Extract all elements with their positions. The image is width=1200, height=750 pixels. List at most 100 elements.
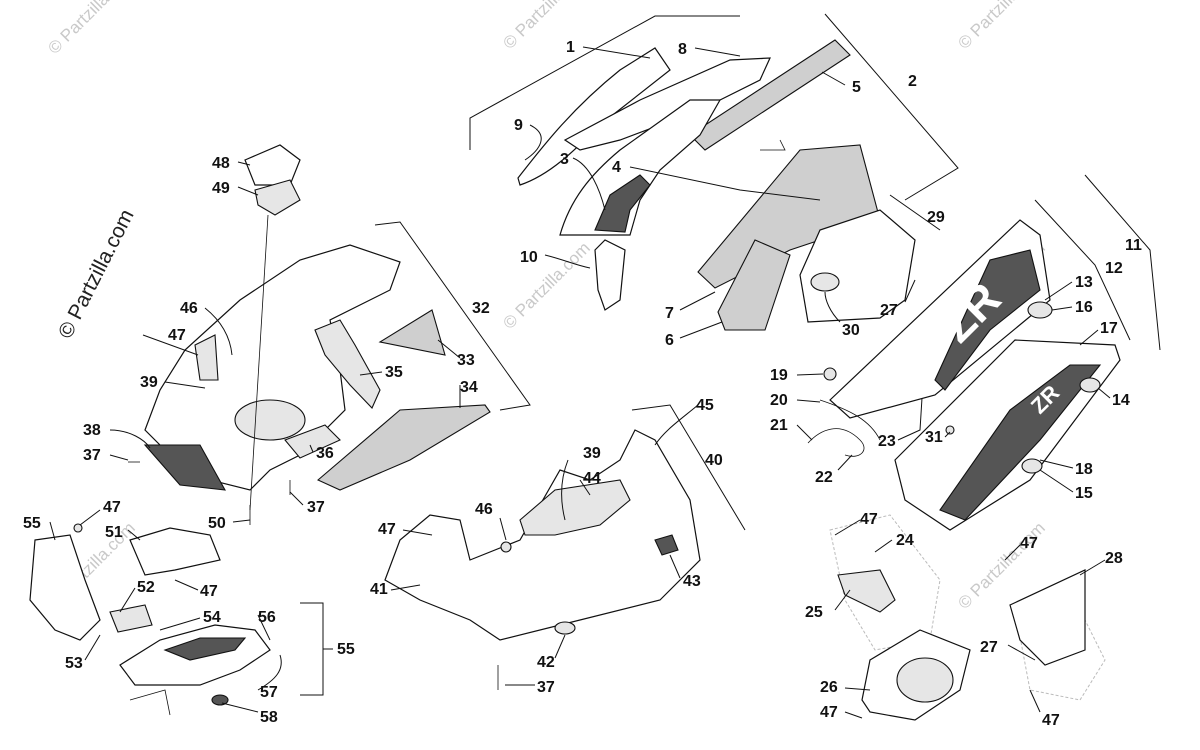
leader-1 [582,46,651,59]
callout-16: 16 [1075,299,1093,316]
leader-3 [572,157,606,211]
callout-44: 44 [583,470,601,487]
callout-30: 30 [842,322,860,339]
leader-25 [834,589,851,611]
callout-9: 9 [514,117,523,134]
harness-group: 19 20 21 22 23 31 [770,367,955,486]
leader-16 [1051,306,1073,311]
watermark-main: © Partzilla.com [54,206,139,343]
nose-pan-group: 48 49 32 33 34 35 36 46 47 39 38 37 50 3… [83,144,531,532]
leader-47-l [142,334,199,356]
callout-17: 17 [1100,320,1118,337]
leader-37-a [109,454,129,461]
callout-8: 8 [678,41,687,58]
callout-37-a: 37 [83,447,101,464]
part-42-plug [554,621,576,635]
callout-46-l: 46 [180,300,198,317]
leader-39-c [561,459,569,521]
callout-33: 33 [457,352,475,369]
callout-25: 25 [805,604,823,621]
callout-20: 20 [770,392,788,409]
callout-46-c: 46 [475,501,493,518]
callout-19: 19 [770,367,788,384]
callout-26: 26 [820,679,838,696]
callout-6: 6 [665,332,674,349]
callout-41: 41 [370,581,388,598]
part-46-bracket [194,334,219,381]
belly-pan-group: 45 40 39 44 46 47 41 42 43 37 [370,397,746,696]
part-35-strip [314,319,381,409]
side-panel-right-group: ZR ZR 11 12 13 14 15 16 17 18 [829,174,1161,531]
leader-20 [796,399,821,403]
callout-4: 4 [612,159,621,176]
part-58-plug [211,694,229,706]
callout-15: 15 [1075,485,1093,502]
leader-9 [524,124,542,161]
callout-47-e: 47 [103,499,121,516]
callout-1: 1 [566,39,575,56]
part-14-badge [1079,377,1101,393]
callout-56: 56 [258,609,276,626]
bracket-11 [1084,174,1161,351]
leader-45 [654,404,699,446]
part-19-grommet [823,367,837,381]
leader-17 [1079,329,1099,346]
leader-27b [1007,644,1036,661]
leader-47-c2 [402,529,433,536]
leader-36 [309,444,314,453]
callout-32: 32 [472,300,490,317]
bracket-55-right [300,602,324,696]
leader-46-c [499,517,507,541]
leader-33 [437,339,461,359]
part-5-foam-strip [689,39,851,151]
callout-50: 50 [208,515,226,532]
callout-34: 34 [460,379,478,396]
part-54-graphic [163,637,247,661]
leader-28 [1079,559,1106,576]
leader-5 [821,71,846,86]
callout-47-c2: 47 [378,521,396,538]
leader-26 [844,687,871,691]
part-49-plate [254,179,301,216]
leader-57 [257,654,282,691]
leader-56 [257,614,271,641]
bracket-32 [374,221,531,411]
part-16-badge [1027,301,1053,319]
leader-7 [679,291,716,311]
part-3-side-panel [559,99,722,236]
leader-47-b [844,711,863,719]
ghost-outline-25 [829,514,941,651]
part-55-left-panel [29,534,101,641]
callout-57: 57 [260,684,278,701]
part-47-fastener-bl [73,523,83,533]
callout-14: 14 [1112,392,1130,409]
leader-48 [237,161,251,166]
callout-48: 48 [212,155,230,172]
callout-11: 11 [1125,237,1142,254]
callout-54: 54 [203,609,221,626]
leader-4 [629,166,821,201]
ghost-outline-28 [1014,609,1106,701]
callout-39-c: 39 [583,445,601,462]
bracket-2 [824,13,959,201]
leader-37-b [289,491,304,506]
callout-10: 10 [520,249,538,266]
part-25-pad [837,569,896,613]
callout-12: 12 [1105,260,1123,277]
part-55-ghost-line [129,689,171,716]
callout-31: 31 [925,429,943,446]
leader-24 [874,539,893,553]
leader-10 [544,254,591,269]
watermark-top-right: © Partzilla.com [954,0,1048,53]
part-9-decal [517,47,671,186]
part-6-foam [717,239,791,331]
leader-47-c [1004,544,1021,561]
callout-18: 18 [1075,461,1093,478]
leader-39-l [164,381,206,389]
part-12-graphic [934,249,1041,391]
leader-41 [390,584,421,591]
part-28-panel [1009,569,1086,666]
watermark-top-center: © Partzilla.com [499,0,593,53]
leader-13 [1044,281,1073,301]
